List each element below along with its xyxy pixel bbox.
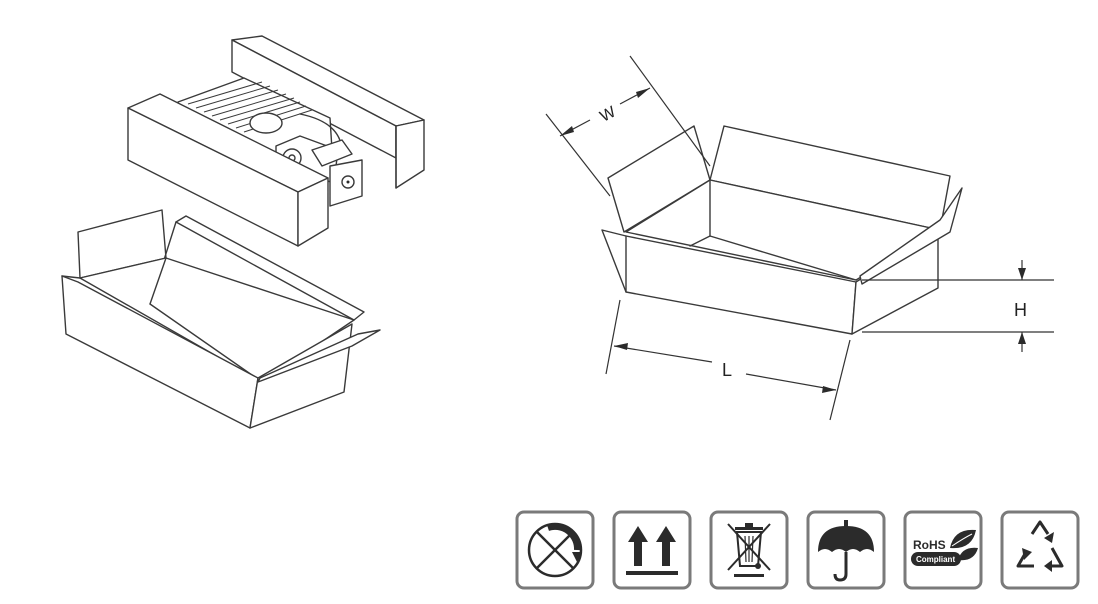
- foam-block-front: [127, 93, 329, 247]
- recycle-icon: [1000, 510, 1080, 590]
- keep-dry-umbrella-icon: [806, 510, 886, 590]
- rohs-compliant-icon: RoHS Compliant: [903, 510, 983, 590]
- fixture-mounting-arm: [275, 135, 363, 207]
- dimension-width: W: [545, 55, 711, 197]
- this-way-up-icon: [612, 510, 692, 590]
- do-not-roll-icon: [515, 510, 595, 590]
- dimension-height-label: H: [1014, 300, 1027, 320]
- dimension-length-label: L: [722, 360, 732, 380]
- dimension-height: H: [862, 260, 1054, 352]
- open-box-left: [61, 209, 381, 429]
- compliant-text: Compliant: [916, 555, 955, 564]
- dimensioned-box: [601, 125, 963, 335]
- weee-crossed-bin-icon: [709, 510, 789, 590]
- dimension-width-label: W: [597, 103, 619, 126]
- rohs-text: RoHS: [913, 538, 946, 552]
- foam-block-back: [231, 35, 425, 189]
- product-with-foam-blocks: [127, 35, 425, 247]
- dimension-length: L: [605, 299, 851, 421]
